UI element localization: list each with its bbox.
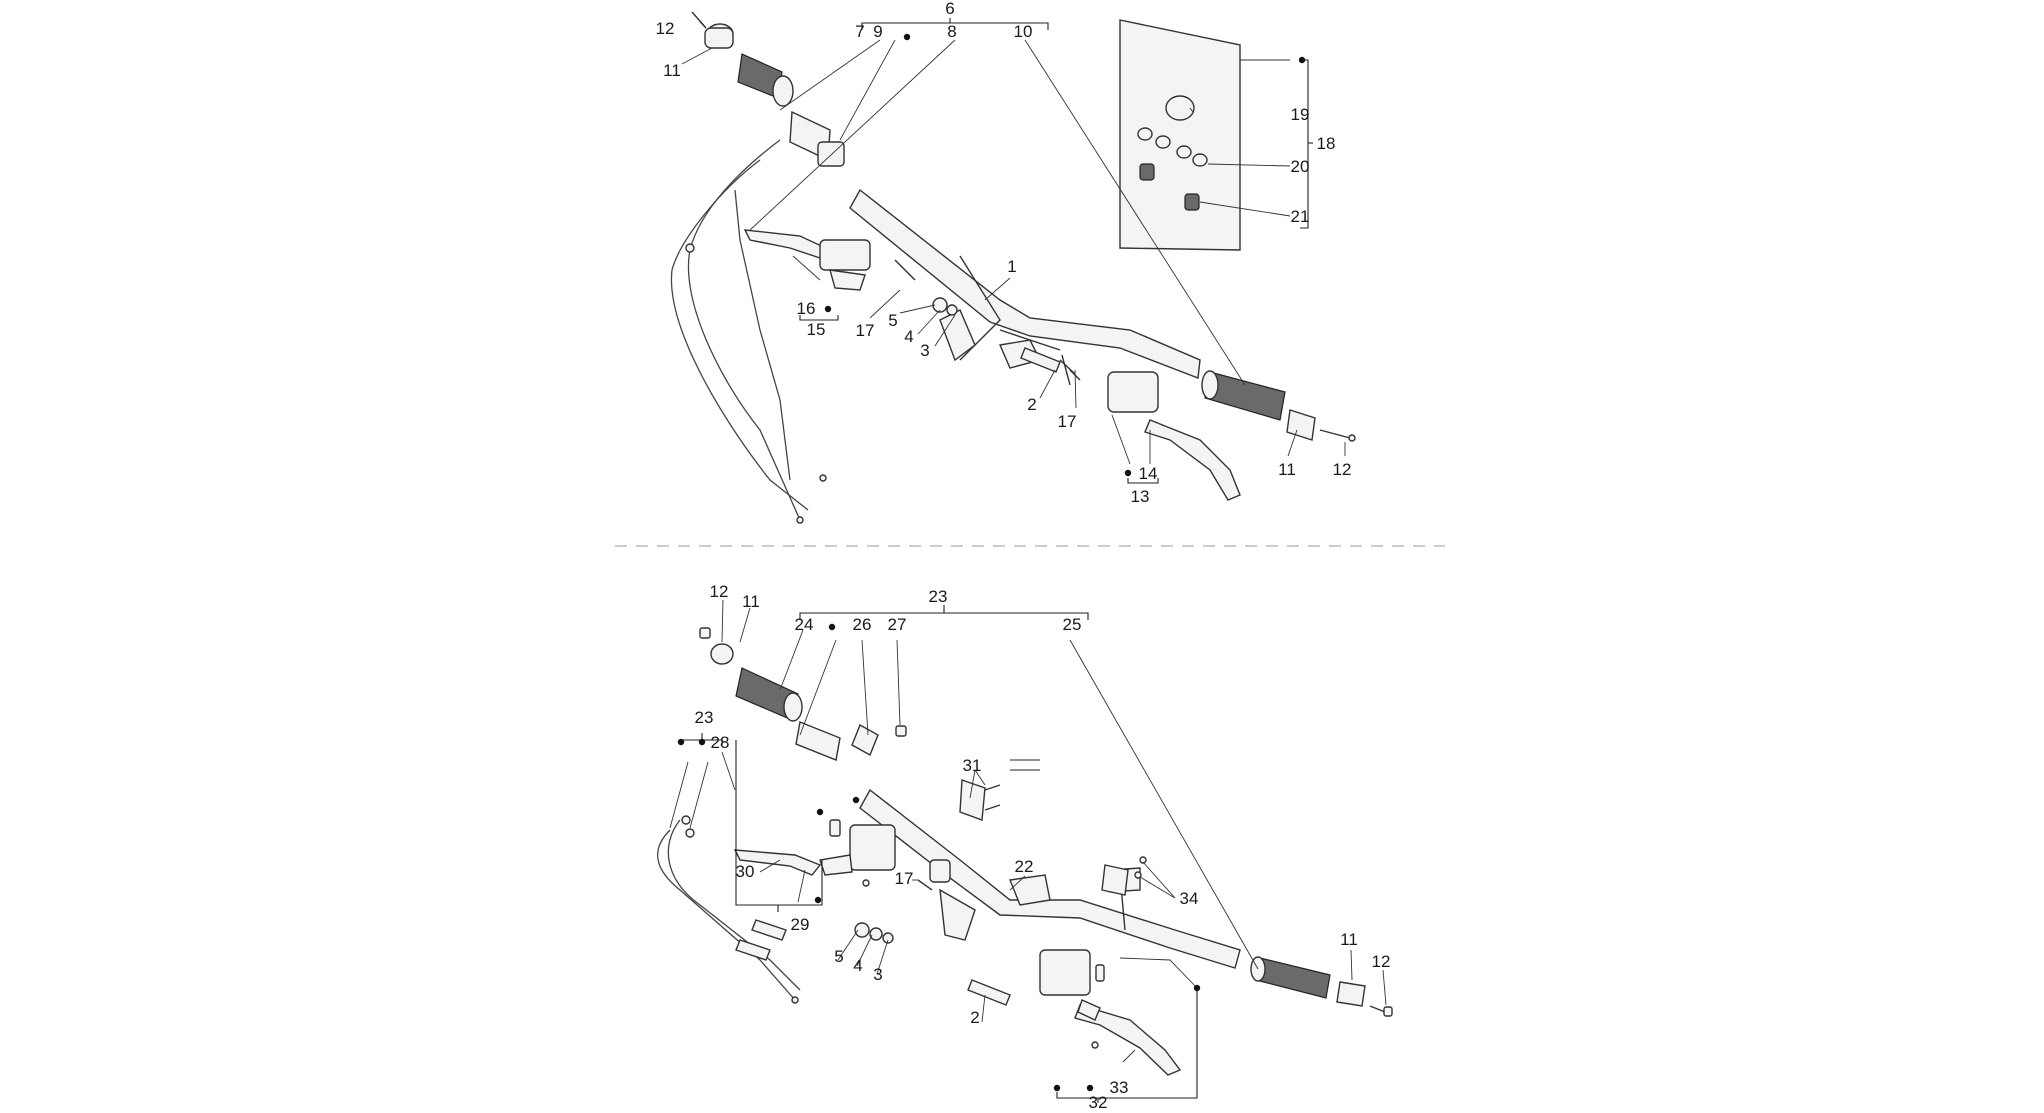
callout-32: 32: [1089, 1093, 1108, 1112]
callout-34: 34: [1180, 889, 1199, 908]
upper-right-grip: [1201, 370, 1356, 442]
upper-leaders: [681, 21, 1346, 465]
callout-7: 7: [855, 22, 864, 41]
upper-small-parts: [932, 297, 1076, 375]
callout-3: 3: [920, 341, 929, 360]
lower-dots: [677, 623, 1201, 1092]
callout-12b: 12: [1333, 460, 1352, 479]
upper-dots: [824, 33, 1306, 477]
lower-small-parts: [854, 856, 1147, 944]
callout-31: 31: [963, 756, 982, 775]
callout-23a: 23: [929, 587, 948, 606]
lower-callouts: 2 3 4 5 11 11 12 12 17 22 23 23 24 25 26…: [695, 582, 1391, 1112]
callout-4: 4: [853, 956, 862, 975]
upper-left-lever: [743, 229, 916, 291]
lower-right-lever: [967, 949, 1182, 1076]
upper-cables: [670, 139, 827, 524]
callout-2: 2: [1027, 395, 1036, 414]
callout-12a: 12: [656, 19, 675, 38]
lower-left-lever: [733, 819, 951, 887]
callout-26: 26: [853, 615, 872, 634]
callout-6: 6: [945, 0, 954, 18]
callout-5: 5: [834, 947, 843, 966]
callout-18: 18: [1317, 134, 1336, 153]
callout-11b: 11: [1340, 930, 1358, 949]
lower-left-grip: [699, 627, 907, 761]
callout-19: 19: [1291, 105, 1310, 124]
callout-23b: 23: [695, 708, 714, 727]
lower-clamps: [959, 779, 1129, 896]
callout-21: 21: [1291, 207, 1310, 226]
callout-29: 29: [791, 915, 810, 934]
callout-14: 14: [1139, 464, 1158, 483]
callout-30: 30: [736, 862, 755, 881]
callout-3: 3: [873, 965, 882, 984]
mirror-kit-bag: [1119, 19, 1241, 251]
callout-2: 2: [970, 1008, 979, 1027]
callout-17: 17: [895, 869, 914, 888]
callout-33: 33: [1110, 1078, 1129, 1097]
lower-leaders: [669, 599, 1387, 1063]
lower-handlebar: [859, 788, 1241, 969]
callout-4: 4: [904, 327, 913, 346]
callout-24: 24: [795, 615, 814, 634]
callout-11a: 11: [742, 592, 760, 611]
callout-20: 20: [1291, 157, 1310, 176]
callout-22: 22: [1015, 857, 1034, 876]
lower-cables: [657, 815, 801, 1004]
callout-1: 1: [1007, 257, 1016, 276]
callout-28: 28: [711, 733, 730, 752]
lower-right-grip: [1250, 956, 1393, 1017]
callout-10: 10: [1014, 22, 1033, 41]
callout-27: 27: [888, 615, 907, 634]
callout-25: 25: [1063, 615, 1082, 634]
callout-8: 8: [947, 22, 956, 41]
upper-callouts: 1 2 3 4 5 6 7 8 9 10 11 11 12 12 13 14 1…: [656, 0, 1352, 506]
callout-12a: 12: [710, 582, 729, 601]
upper-right-lever: [1061, 354, 1241, 501]
upper-left-grip: [691, 11, 845, 167]
callout-15: 15: [807, 320, 826, 339]
callout-16: 16: [797, 299, 816, 318]
callout-17a: 17: [856, 321, 875, 340]
callout-11a: 11: [663, 61, 681, 80]
callout-9: 9: [873, 22, 882, 41]
callout-17b: 17: [1058, 412, 1077, 431]
lower-assembly: 2 3 4 5 11 11 12 12 17 22 23 23 24 25 26…: [657, 582, 1393, 1112]
callout-5: 5: [888, 311, 897, 330]
callout-13: 13: [1131, 487, 1150, 506]
callout-12b: 12: [1372, 952, 1391, 971]
callout-11b: 11: [1278, 460, 1296, 479]
upper-assembly: 1 2 3 4 5 6 7 8 9 10 11 11 12 12 13 14 1…: [656, 0, 1356, 524]
